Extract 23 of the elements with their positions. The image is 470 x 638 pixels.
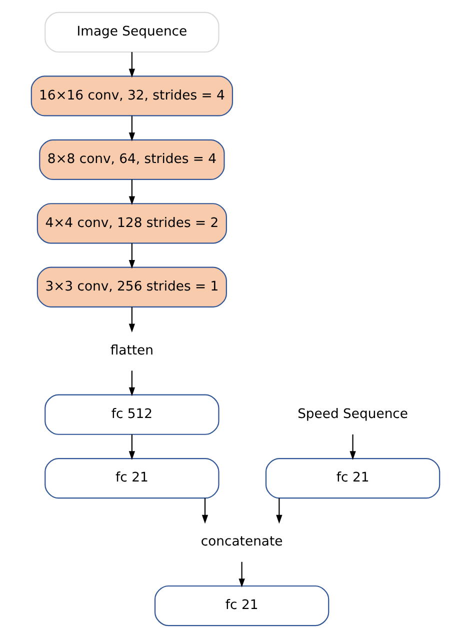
node-box: 4×4 conv, 128 strides = 2 bbox=[36, 203, 226, 244]
node-box: fc 21 bbox=[154, 585, 329, 626]
node-box: 8×8 conv, 64, strides = 4 bbox=[38, 139, 224, 180]
node-box: fc 512 bbox=[44, 394, 219, 435]
arrow bbox=[349, 434, 356, 460]
arrow bbox=[128, 243, 135, 269]
node-text: flatten bbox=[110, 343, 154, 358]
node-box: Image Sequence bbox=[44, 12, 219, 53]
arrow bbox=[128, 52, 135, 78]
arrow bbox=[201, 498, 208, 524]
arrow bbox=[128, 179, 135, 206]
arrow bbox=[128, 116, 135, 142]
arrow bbox=[128, 306, 135, 333]
arrow bbox=[128, 434, 135, 460]
node-text: Speed Sequence bbox=[297, 407, 408, 422]
node-text: concatenate bbox=[200, 534, 282, 550]
node-box: fc 21 bbox=[264, 458, 440, 499]
node-box: 3×3 conv, 256 strides = 1 bbox=[36, 266, 226, 308]
arrow bbox=[238, 562, 244, 588]
arrow bbox=[128, 370, 135, 396]
node-box: 16×16 conv, 32, strides = 4 bbox=[30, 76, 233, 116]
arrow bbox=[276, 498, 282, 524]
node-box: fc 21 bbox=[44, 458, 219, 499]
